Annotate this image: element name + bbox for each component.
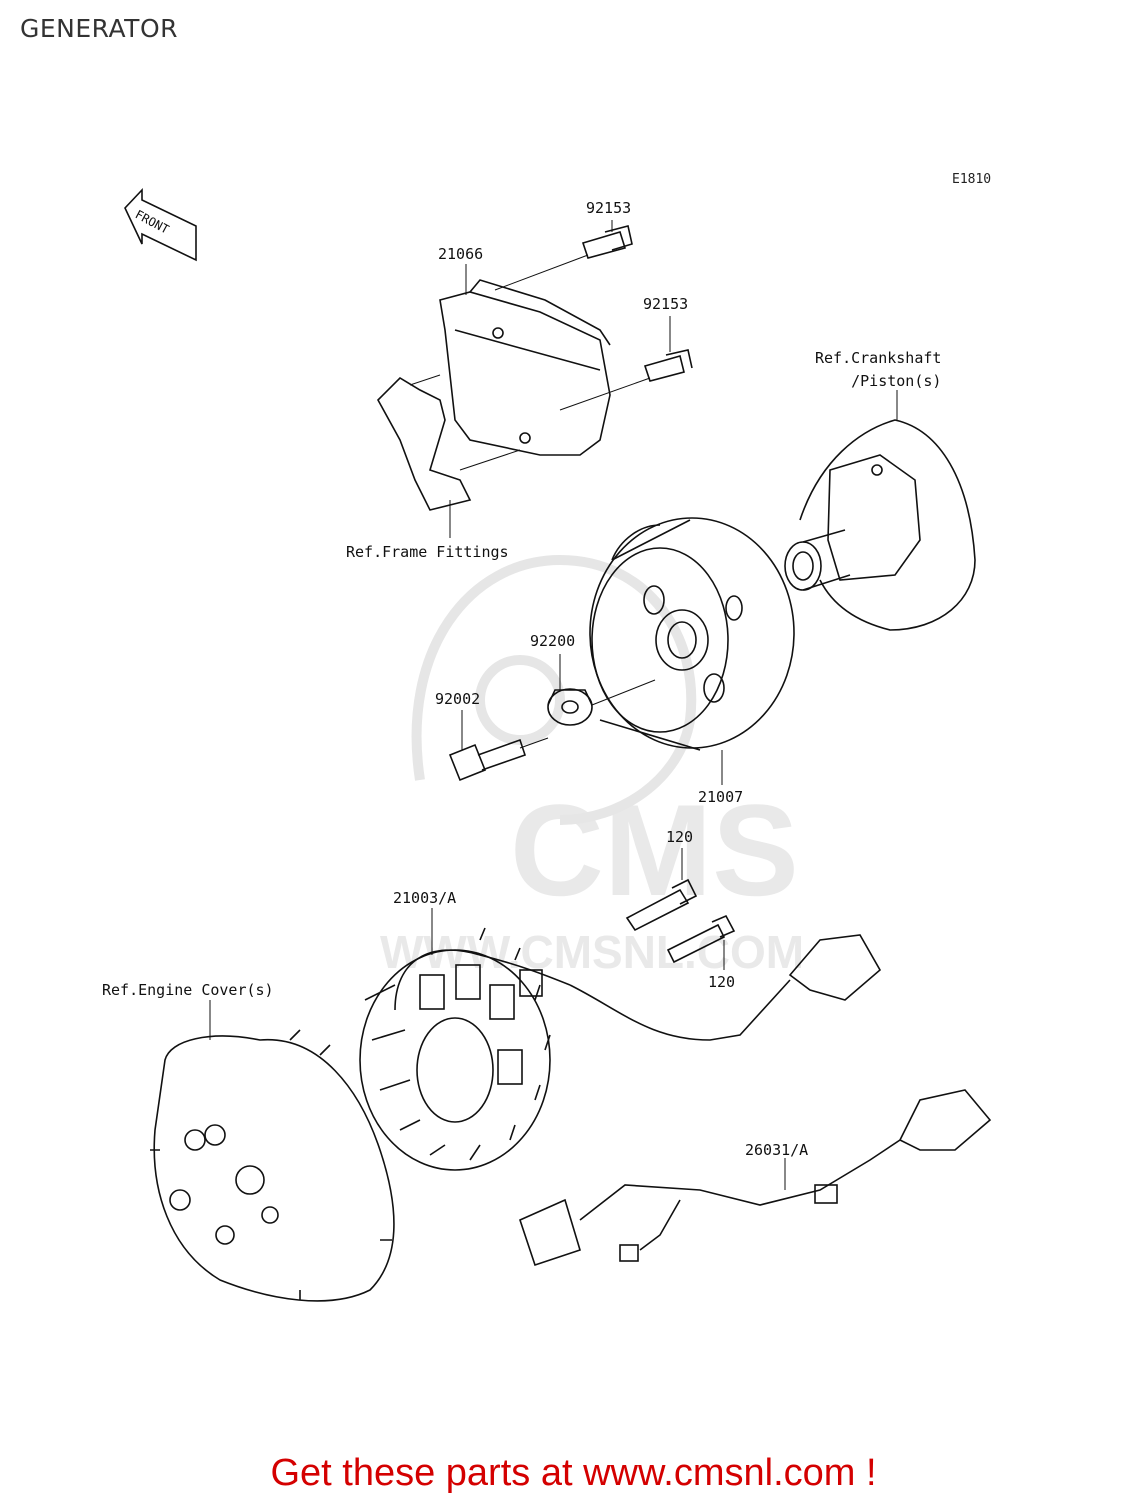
watermark-url: WWW.CMSNL.COM — [380, 926, 805, 978]
part-label-ref-engine-cover: Ref.Engine Cover(s) — [102, 981, 274, 999]
collar-92200 — [547, 688, 593, 726]
bolt-92153-top — [581, 225, 633, 259]
harness-26031 — [519, 1089, 992, 1267]
part-label-92200: 92200 — [530, 632, 576, 650]
part-label-21007: 21007 — [698, 788, 744, 806]
watermark-brand: CMS — [510, 777, 799, 923]
part-label-120-upper: 120 — [666, 828, 694, 846]
stator-harness — [394, 934, 882, 1041]
part-label-120-lower: 120 — [708, 973, 736, 991]
front-arrow-icon — [124, 187, 197, 262]
engine-cover — [150, 1029, 395, 1302]
part-label-26031a: 26031/A — [745, 1141, 809, 1159]
part-label-21003a: 21003/A — [393, 889, 457, 907]
part-label-92002: 92002 — [435, 690, 481, 708]
diagram-code: E1810 — [952, 172, 992, 187]
crankshaft — [784, 419, 976, 631]
bolt-92153-lower — [643, 349, 693, 382]
part-label-92153-lower: 92153 — [643, 295, 689, 313]
bolt-120-upper — [625, 878, 698, 932]
rotor-21007 — [589, 517, 795, 751]
footer-link[interactable]: Get these parts at www.cmsnl.com ! — [270, 1452, 877, 1494]
part-label-ref-frame-fittings: Ref.Frame Fittings — [346, 543, 509, 561]
page-title: GENERATOR — [20, 14, 179, 43]
bolt-120-lower — [666, 914, 736, 964]
regulator-bracket — [377, 279, 611, 511]
part-label-92153-top: 92153 — [586, 199, 632, 217]
part-label-21066: 21066 — [438, 245, 484, 263]
watermark-helmet — [411, 554, 697, 825]
stator-21003 — [359, 927, 551, 1171]
part-label-ref-crankshaft: Ref.Crankshaft /Piston(s) — [815, 349, 942, 390]
bolt-92002 — [448, 738, 527, 782]
